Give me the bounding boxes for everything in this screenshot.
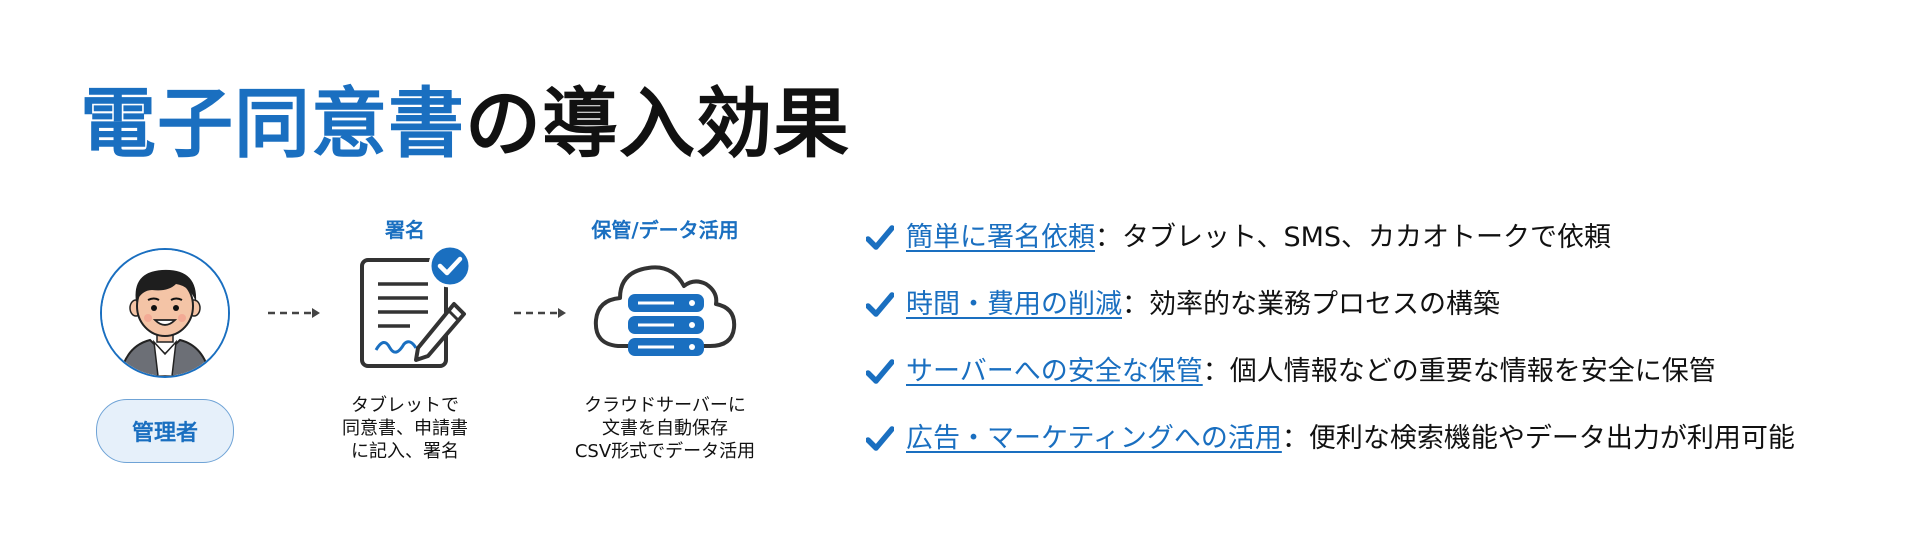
caption-line: 同意書、申請書 [342, 418, 468, 439]
benefit-item: サーバーへの安全な保管：個人情報などの重要な情報を安全に保管 [866, 352, 1716, 392]
check-badge-icon [428, 244, 472, 288]
benefit-desc: 便利な検索機能やデータ出力が利用可能 [1308, 423, 1795, 454]
separator: ： [1202, 356, 1230, 387]
benefit-item: 広告・マーケティングへの活用：便利な検索機能やデータ出力が利用可能 [866, 419, 1795, 459]
checkmark-icon [866, 292, 894, 317]
step-caption-storage: クラウドサーバーに 文書を自動保存 CSV形式でデータ活用 [555, 394, 775, 463]
benefit-desc: 効率的な業務プロセスの構築 [1149, 289, 1500, 320]
document-sign-icon [360, 244, 472, 368]
caption-line: タブレットで [351, 395, 459, 416]
checkmark-icon [866, 359, 894, 384]
benefit-desc: 個人情報などの重要な情報を安全に保管 [1229, 356, 1716, 387]
caption-line: クラウドサーバーに [584, 395, 746, 416]
separator: ： [1095, 222, 1122, 253]
benefit-item: 簡単に署名依頼：タブレット、SMS、カカオトークで依頼 [866, 218, 1611, 258]
admin-avatar-icon [100, 248, 230, 378]
caption-line: 文書を自動保存 [602, 418, 728, 439]
separator: ： [1122, 289, 1149, 320]
dashed-arrow-icon [514, 308, 566, 318]
title-accent: 電子同意書 [80, 79, 465, 168]
benefit-link[interactable]: 広告・マーケティングへの活用 [906, 423, 1282, 454]
page-title: 電子同意書の導入効果 [80, 82, 850, 166]
dashed-arrow-icon [268, 308, 320, 318]
cloud-server-icon [593, 265, 737, 356]
benefit-desc: タブレット、SMS、カカオトークで依頼 [1122, 222, 1612, 253]
title-rest: の導入効果 [465, 79, 850, 168]
checkmark-icon [866, 426, 894, 451]
caption-line: CSV形式でデータ活用 [574, 441, 756, 462]
benefit-link[interactable]: 簡単に署名依頼 [906, 222, 1095, 253]
caption-line: に記入、署名 [351, 441, 459, 462]
step-caption-sign: タブレットで 同意書、申請書 に記入、署名 [315, 394, 495, 463]
checkmark-icon [866, 225, 894, 250]
step-label-storage: 保管/データ活用 [591, 218, 739, 242]
step-label-sign: 署名 [385, 218, 425, 242]
benefit-link[interactable]: 時間・費用の削減 [906, 289, 1122, 320]
separator: ： [1281, 423, 1309, 454]
benefit-link[interactable]: サーバーへの安全な保管 [906, 356, 1203, 387]
benefit-item: 時間・費用の削減：効率的な業務プロセスの構築 [866, 285, 1500, 325]
role-badge-admin: 管理者 [96, 399, 234, 463]
